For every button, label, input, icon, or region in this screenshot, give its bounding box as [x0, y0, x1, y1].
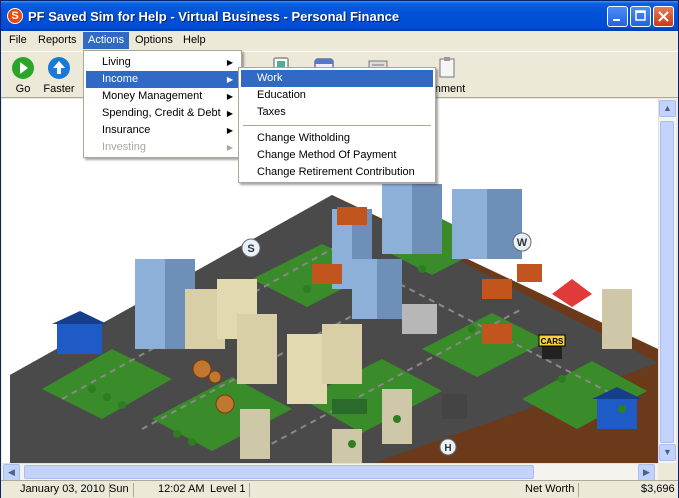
status-date: January 03, 2010 [20, 483, 111, 497]
menu-item-change-witholding[interactable]: Change Witholding [257, 132, 350, 144]
menu-item-living-label: Living [102, 56, 131, 68]
map-marker-s[interactable]: S [241, 238, 261, 258]
submenu-arrow-icon: ▶ [226, 126, 233, 135]
scroll-right-button[interactable]: ▶ [638, 464, 655, 481]
menu-separator [243, 125, 431, 126]
marker-h-label: H [444, 443, 451, 454]
menu-item-change-retirement-contribution[interactable]: Change Retirement Contribution [257, 166, 415, 178]
menu-bar: File Reports Actions Options Help [1, 31, 678, 50]
menu-item-money-management-label: Money Management [102, 90, 203, 102]
city-map[interactable]: S W H CARS [2, 99, 658, 463]
menu-item-insurance-label: Insurance [102, 124, 151, 136]
menu-item-spending-label: Spending, Credit & Debt [102, 107, 221, 119]
go-label: Go [15, 83, 31, 95]
clipboard-icon [439, 57, 455, 78]
menu-item-taxes[interactable]: Taxes [257, 106, 286, 118]
up-arrow-icon [48, 57, 70, 79]
maximize-icon [635, 10, 646, 21]
submenu-arrow-icon: ▶ [226, 109, 233, 118]
menu-item-investing-label: Investing [102, 141, 147, 153]
menu-item-insurance[interactable]: Insurance ▶ [86, 122, 239, 139]
submenu-arrow-icon: ▶ [226, 92, 233, 101]
trees [88, 265, 626, 448]
income-submenu: Work Education Taxes Change Witholding C… [238, 67, 436, 183]
status-level: Level 1 [210, 483, 251, 497]
faster-button[interactable]: Faster [39, 56, 79, 96]
menu-actions[interactable]: Actions [83, 32, 130, 49]
apartment-buildings [185, 279, 632, 463]
menu-item-work[interactable]: Work [241, 70, 433, 87]
menu-item-education[interactable]: Education [257, 89, 306, 101]
menu-item-income[interactable]: Income ▶ [86, 71, 239, 88]
menu-item-investing: Investing ▶ [86, 139, 239, 156]
vertical-scrollbar[interactable]: ▲ ▼ [658, 99, 676, 463]
status-day: Sun [109, 483, 134, 497]
net-worth-label: Net Worth [525, 483, 580, 497]
app-icon: S [7, 8, 23, 24]
assignment-label: gnment [428, 83, 466, 95]
scroll-down-button[interactable]: ▼ [659, 444, 676, 461]
menu-options[interactable]: Options [135, 34, 173, 46]
marker-s-label: S [247, 243, 254, 255]
window-title: PF Saved Sim for Help - Virtual Business… [28, 9, 400, 24]
assignment-button[interactable]: gnment [421, 56, 473, 96]
close-button[interactable] [653, 6, 674, 27]
shops [52, 207, 642, 429]
close-icon [658, 11, 669, 22]
horizontal-scroll-thumb[interactable] [24, 465, 534, 479]
menu-reports[interactable]: Reports [38, 34, 77, 46]
maximize-button[interactable] [630, 6, 651, 27]
scroll-left-button[interactable]: ◀ [3, 464, 20, 481]
minimize-icon [613, 19, 620, 21]
menu-item-change-method-of-payment[interactable]: Change Method Of Payment [257, 149, 397, 161]
go-button[interactable]: Go [3, 56, 43, 96]
pizza-signs [192, 359, 235, 414]
play-icon [12, 57, 34, 79]
submenu-arrow-icon: ▶ [226, 75, 233, 84]
status-bar: January 03, 2010 Sun 12:02 AM Level 1 Ne… [1, 480, 678, 498]
map-marker-w[interactable]: W [512, 232, 532, 252]
marker-w-label: W [517, 237, 528, 249]
actions-menu: Living ▶ Income ▶ Money Management ▶ Spendi… [83, 50, 242, 158]
vertical-scroll-thumb[interactable] [660, 121, 674, 443]
menu-file[interactable]: File [9, 34, 27, 46]
cars-sign-label: CARS [541, 337, 564, 346]
menu-item-income-label: Income [102, 73, 139, 85]
menu-help[interactable]: Help [183, 34, 206, 46]
net-worth-value: $3,696 [641, 483, 675, 495]
menu-item-money-management[interactable]: Money Management ▶ [86, 88, 239, 105]
status-time: 12:02 AM [158, 483, 205, 495]
menu-item-living[interactable]: Living ▶ [86, 54, 239, 71]
title-bar[interactable]: S PF Saved Sim for Help - Virtual Busine… [1, 1, 678, 31]
faster-label: Faster [43, 83, 75, 95]
map-marker-h[interactable]: H [439, 438, 457, 456]
cars-sign: CARS [538, 334, 566, 347]
horizontal-scrollbar[interactable]: ◀ ▶ [2, 463, 658, 481]
menu-item-spending-credit-debt[interactable]: Spending, Credit & Debt ▶ [86, 105, 239, 122]
submenu-arrow-icon: ▶ [226, 58, 233, 67]
submenu-arrow-icon: ▶ [226, 143, 233, 152]
city-view[interactable]: S W H CARS [2, 99, 658, 463]
scroll-up-button[interactable]: ▲ [659, 100, 676, 117]
minimize-button[interactable] [607, 6, 628, 27]
